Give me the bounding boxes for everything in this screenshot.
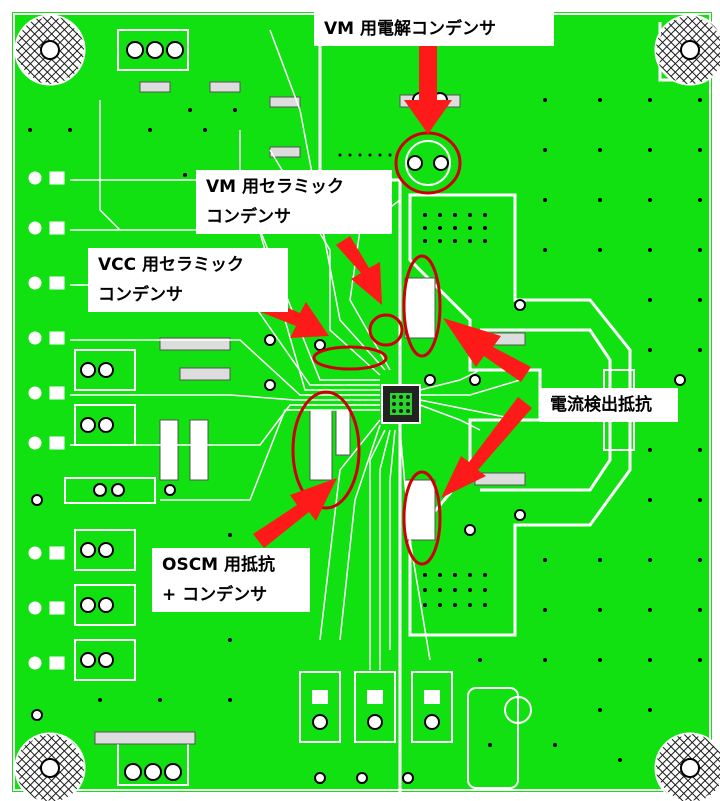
red-arrows xyxy=(253,46,532,548)
callout-vcc-ceramic: VCC 用セラミック コンデンサ xyxy=(88,248,288,312)
label-vcc-ceramic-line1: VCC 用セラミック xyxy=(98,255,245,275)
callout-oscm: OSCM 用抵抗 + コンデンサ xyxy=(152,548,310,612)
arrow-vm-ceramic xyxy=(336,236,382,305)
mounting-holes xyxy=(14,14,720,801)
bottom-headers xyxy=(299,671,532,789)
callout-vm-ceramic: VM 用セラミック コンデンサ xyxy=(196,170,392,234)
label-vm-ceramic-line2: コンデンサ xyxy=(206,207,291,227)
vertical-components xyxy=(159,277,635,541)
bridge-outline xyxy=(408,193,632,637)
arrow-oscm xyxy=(253,478,337,548)
label-vm-ceramic-line1: VM 用セラミック xyxy=(206,177,344,197)
arrow-current-sense-top xyxy=(443,318,531,382)
left-connectors xyxy=(64,29,189,786)
label-oscm-line1: OSCM 用抵抗 xyxy=(162,555,276,575)
highlight-ellipses xyxy=(291,131,462,566)
highlight-current-sense-top xyxy=(402,254,442,358)
left-pad-column xyxy=(28,171,65,670)
highlight-vm-ceramic xyxy=(368,313,404,347)
highlight-oscm xyxy=(291,390,361,510)
callout-current-sense: 電流検出抵抗 xyxy=(540,388,678,422)
label-current-sense: 電流検出抵抗 xyxy=(550,395,652,415)
arrow-current-sense-bottom xyxy=(441,397,532,498)
arrow-vm-electrolytic xyxy=(404,46,452,134)
vm-electrolytic-capacitor xyxy=(405,140,451,186)
label-vm-electrolytic: VM 用電解コンデンサ xyxy=(324,19,496,39)
left-connector-pins xyxy=(80,41,184,781)
highlight-vcc-ceramic xyxy=(312,345,388,371)
callout-vm-electrolytic: VM 用電解コンデンサ xyxy=(314,12,554,46)
qfn-chip xyxy=(381,384,421,424)
label-vcc-ceramic-line2: コンデンサ xyxy=(98,285,183,305)
label-oscm-line2: + コンデンサ xyxy=(162,585,268,605)
highlight-current-sense-bottom xyxy=(402,470,442,566)
via-grid xyxy=(338,153,487,607)
